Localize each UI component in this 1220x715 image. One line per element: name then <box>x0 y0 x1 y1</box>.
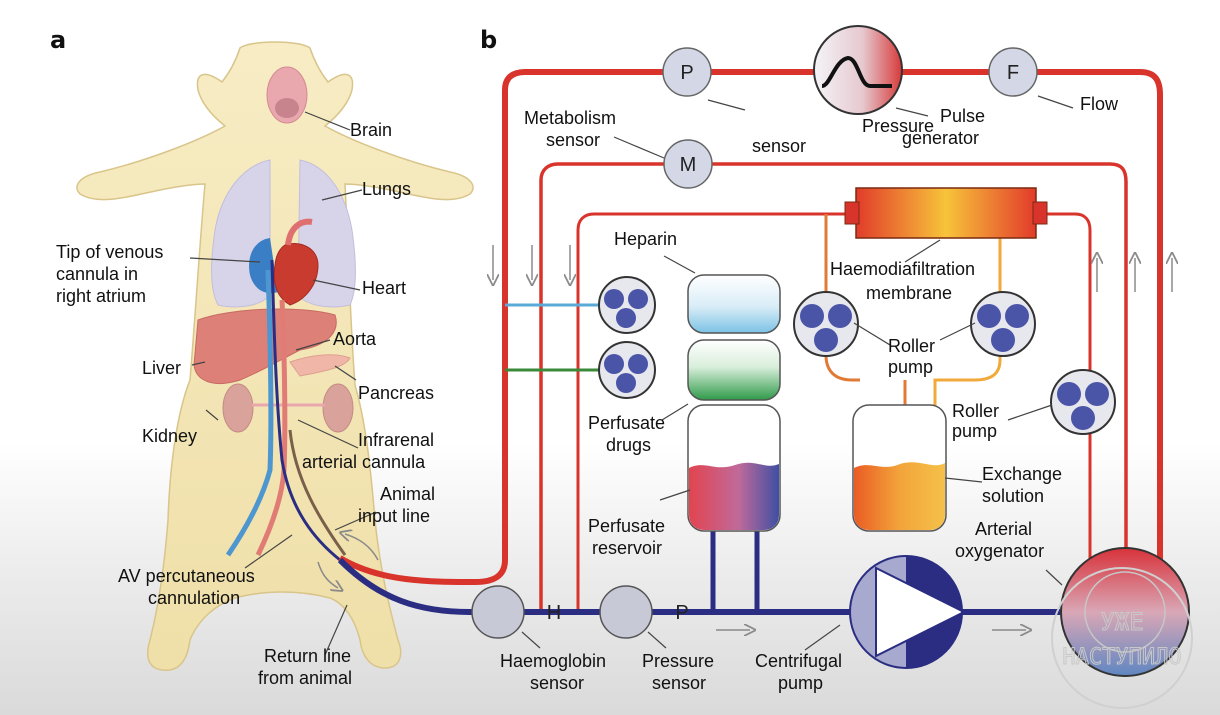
label-av-1: AV percutaneous <box>118 566 255 586</box>
circuit: P F M H P <box>189 25 1190 677</box>
leader-lines <box>189 95 1074 656</box>
pressure-sensor-top <box>662 47 712 97</box>
pressure-sensor-bottom <box>599 585 653 639</box>
circuit-labels: Metabolism sensor sensor Pressure Pulse … <box>500 94 1119 693</box>
label-haemoglobin-2: sensor <box>530 673 584 693</box>
perfusate-reservoir <box>687 404 781 532</box>
hdf-line <box>576 212 1092 612</box>
metabolism-line <box>539 162 1128 612</box>
label-tip-3: right atrium <box>56 286 146 306</box>
kidney-left <box>222 383 254 433</box>
roller-pump-hdf-left <box>793 291 859 357</box>
heparin-bag <box>687 274 781 334</box>
label-exchange-2: solution <box>982 486 1044 506</box>
outer-arterial-line <box>338 69 1163 586</box>
flow-sensor <box>988 47 1038 97</box>
label-perfusate-drugs-1: Perfusate <box>588 413 665 433</box>
label-oxygenator-2: oxygenator <box>955 541 1044 561</box>
svg-text:УЖЕ: УЖЕ <box>1100 608 1143 636</box>
label-perfusate-drugs-2: drugs <box>606 435 651 455</box>
label-kidney: Kidney <box>142 426 197 446</box>
label-oxygenator-1: Arterial <box>975 519 1032 539</box>
roller-pump-heparin <box>598 276 656 334</box>
label-sensor: sensor <box>752 136 806 156</box>
vena-cava <box>225 269 274 557</box>
aorta-vessel <box>255 299 288 557</box>
label-return-2: from animal <box>258 668 352 688</box>
label-exchange-1: Exchange <box>982 464 1062 484</box>
label-infrarenal-1: Infrarenal <box>358 430 434 450</box>
roller-pump-drugs <box>598 341 656 399</box>
label-heparin: Heparin <box>614 229 677 249</box>
label-aorta: Aorta <box>333 329 377 349</box>
roller-pump-hdf-right <box>970 291 1036 357</box>
anatomy-labels: Brain Lungs Tip of venous cannula in rig… <box>56 120 435 688</box>
lungs <box>211 159 357 308</box>
liver <box>193 308 337 384</box>
label-pancreas: Pancreas <box>358 383 434 403</box>
label-hdf-2: membrane <box>866 283 952 303</box>
exchange-solution-container <box>852 404 947 532</box>
label-av-2: cannulation <box>148 588 240 608</box>
label-pulse: Pulse <box>940 106 985 126</box>
label-pressure: Pressure <box>862 116 934 136</box>
label-liver: Liver <box>142 358 181 378</box>
label-perfusate-reservoir-2: reservoir <box>592 538 662 558</box>
label-brain: Brain <box>350 120 392 140</box>
label-metabolism-2: sensor <box>546 130 600 150</box>
label-pressure-sensor-2: sensor <box>652 673 706 693</box>
label-generator: generator <box>902 128 979 148</box>
venous-return-line <box>337 557 1080 615</box>
roller-pump-right <box>1050 369 1116 435</box>
watermark: УЖЕ НАСТУПИЛО <box>1051 567 1193 709</box>
label-tip-1: Tip of venous <box>56 242 163 262</box>
label-animal-input-1: Animal <box>380 484 435 504</box>
label-roller-1: Roller <box>888 336 935 356</box>
label-metabolism-1: Metabolism <box>524 108 616 128</box>
centrifugal-pump <box>849 555 967 669</box>
pancreas <box>289 354 351 377</box>
label-haemoglobin-1: Haemoglobin <box>500 651 606 671</box>
flow-arrows <box>317 245 1172 630</box>
arterial-oxygenator <box>1060 547 1190 677</box>
kidney-right <box>322 383 354 433</box>
perfusate-drugs-bag <box>687 339 781 401</box>
panel-label-b: b <box>480 26 497 54</box>
svg-text:НАСТУПИЛО: НАСТУПИЛО <box>1062 645 1181 670</box>
label-centrifugal-2: pump <box>778 673 823 693</box>
label-lungs: Lungs <box>362 179 411 199</box>
label-heart: Heart <box>362 278 406 298</box>
hdf-out-line <box>933 214 1002 460</box>
flow-symbol: F <box>1007 62 1019 84</box>
label-flow: Flow <box>1080 94 1119 114</box>
pressure-symbol: P <box>680 62 693 84</box>
label-pressure-sensor-1: Pressure <box>642 651 714 671</box>
venous-cannula <box>270 259 341 562</box>
infrarenal-cannula <box>288 429 347 556</box>
label-infrarenal-2: arterial cannula <box>302 452 426 472</box>
label-roller2-2: pump <box>952 421 997 441</box>
pulse-waveform-icon <box>821 55 892 88</box>
label-hdf-1: Haemodiafiltration <box>830 259 975 279</box>
label-centrifugal-1: Centrifugal <box>755 651 842 671</box>
haemoglobin-sensor <box>471 585 525 639</box>
pressure-symbol-bottom: P <box>675 602 688 624</box>
label-return-1: Return line <box>264 646 351 666</box>
haemoglobin-symbol: H <box>547 602 561 624</box>
metabolism-sensor <box>663 139 713 189</box>
label-roller-2: pump <box>888 357 933 377</box>
haemodiafiltration-membrane <box>844 187 1048 239</box>
label-roller2-1: Roller <box>952 401 999 421</box>
panel-label-a: a <box>50 26 66 54</box>
metabolism-symbol: M <box>680 154 697 176</box>
label-animal-input-2: input line <box>358 506 430 526</box>
heart <box>273 243 319 306</box>
label-perfusate-reservoir-1: Perfusate <box>588 516 665 536</box>
label-tip-2: cannula in <box>56 264 138 284</box>
